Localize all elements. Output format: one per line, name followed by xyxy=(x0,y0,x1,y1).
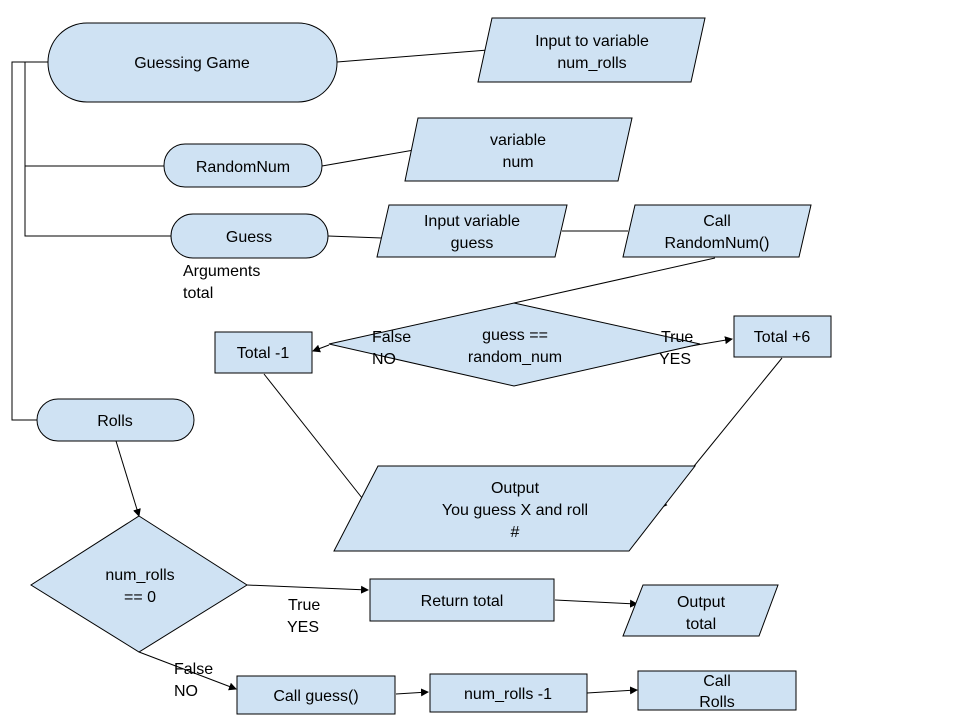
node-random-num: RandomNum xyxy=(163,143,323,188)
node-label: guess == xyxy=(482,327,548,344)
connector-game-input xyxy=(336,49,489,63)
node-output-guess: Output You guess X and roll # xyxy=(333,465,697,552)
process-shape xyxy=(236,675,396,715)
node-label: variable xyxy=(490,132,546,149)
node-label: Total -1 xyxy=(237,345,290,362)
terminal-shape xyxy=(163,143,323,188)
io-shape xyxy=(477,17,706,83)
node-total-plus: Total +6 xyxy=(733,315,832,358)
node-label: Call xyxy=(703,213,731,230)
arrow-decrement-call-rolls xyxy=(586,686,638,695)
node-num-rolls-decrement: num_rolls -1 xyxy=(429,673,588,713)
process-shape xyxy=(429,673,588,713)
guess-true-label: True xyxy=(661,329,693,346)
guess-no-label: NO xyxy=(372,351,396,368)
node-rolls: Rolls xyxy=(36,398,195,442)
process-shape xyxy=(369,578,555,622)
guess-false-label: False xyxy=(372,329,411,346)
node-label: Return total xyxy=(421,593,504,610)
node-input-num-rolls: Input to variable num_rolls xyxy=(477,17,706,83)
rolls-yes-label: YES xyxy=(287,619,319,636)
edge-labels: Arguments total False NO True YES True Y… xyxy=(174,263,693,700)
node-label: Rolls xyxy=(699,694,735,711)
rolls-false-label: False xyxy=(174,661,213,678)
rolls-true-label: True xyxy=(288,597,320,614)
connectors xyxy=(11,49,783,697)
node-label: Call guess() xyxy=(273,688,358,705)
node-label: total xyxy=(686,616,716,633)
io-shape xyxy=(376,204,568,258)
terminal-shape xyxy=(47,22,338,103)
decision-shape xyxy=(328,302,701,387)
arrow-false-call-guess xyxy=(138,651,237,691)
node-input-guess: Input variable guess xyxy=(376,204,568,258)
node-call-randomnum: Call RandomNum() xyxy=(622,204,812,258)
decision-shape xyxy=(30,515,248,653)
io-shape xyxy=(622,584,779,637)
node-label: num_rolls xyxy=(557,55,626,72)
node-call-rolls: Call Rolls xyxy=(637,670,797,711)
node-output-total: Output total xyxy=(622,584,779,637)
node-label: random_num xyxy=(468,349,562,366)
arrow-call-guess-decrement xyxy=(395,688,429,697)
process-shape xyxy=(733,315,832,358)
connector-call-diamond xyxy=(513,257,716,304)
connector-guess-input xyxy=(327,235,383,239)
rolls-no-label: NO xyxy=(174,683,198,700)
arrow-return-output xyxy=(554,599,638,608)
node-label: RandomNum xyxy=(196,159,290,176)
process-shape xyxy=(214,331,313,374)
node-label: num_rolls -1 xyxy=(464,686,552,703)
arrow-false-total-minus xyxy=(312,344,330,353)
node-label: == 0 xyxy=(124,589,156,606)
arguments-value-label: total xyxy=(183,285,213,302)
node-label: num_rolls xyxy=(105,567,174,584)
node-guess-check: guess == random_num xyxy=(328,302,701,387)
connector-bracket-main xyxy=(11,61,48,421)
node-label: Guess xyxy=(226,229,272,246)
node-label: Rolls xyxy=(97,413,133,430)
connector-randomnum-variable xyxy=(321,149,415,167)
node-total-minus: Total -1 xyxy=(214,331,313,374)
node-label: # xyxy=(511,524,520,541)
arrow-rolls-check xyxy=(115,440,141,517)
node-label: Input variable xyxy=(424,213,520,230)
node-label: Input to variable xyxy=(535,33,649,50)
node-label: Output xyxy=(491,480,540,497)
io-shape xyxy=(622,204,812,258)
arrow-true-return xyxy=(246,584,369,594)
terminal-shape xyxy=(36,398,195,442)
node-label: Guessing Game xyxy=(134,55,250,72)
arrow-total-minus-output xyxy=(263,373,371,509)
node-label: Total +6 xyxy=(754,329,811,346)
connector-bracket-guess xyxy=(24,166,171,237)
node-guessing-game: Guessing Game xyxy=(47,22,338,103)
node-return-total: Return total xyxy=(369,578,555,622)
node-guess: Guess xyxy=(170,213,329,259)
io-shape xyxy=(404,117,633,182)
node-label: num xyxy=(502,154,533,171)
node-label: guess xyxy=(451,235,494,252)
io-shape xyxy=(333,465,697,552)
terminal-shape xyxy=(170,213,329,259)
node-label: Output xyxy=(677,594,726,611)
node-label: You guess X and roll xyxy=(442,502,588,519)
node-label: Call xyxy=(703,673,731,690)
node-call-guess: Call guess() xyxy=(236,675,396,715)
guess-yes-label: YES xyxy=(659,351,691,368)
node-variable-num: variable num xyxy=(404,117,633,182)
node-label: RandomNum() xyxy=(665,235,770,252)
arguments-label: Arguments xyxy=(183,263,260,280)
node-rolls-check: num_rolls == 0 xyxy=(30,515,248,653)
process-shape xyxy=(637,670,797,711)
